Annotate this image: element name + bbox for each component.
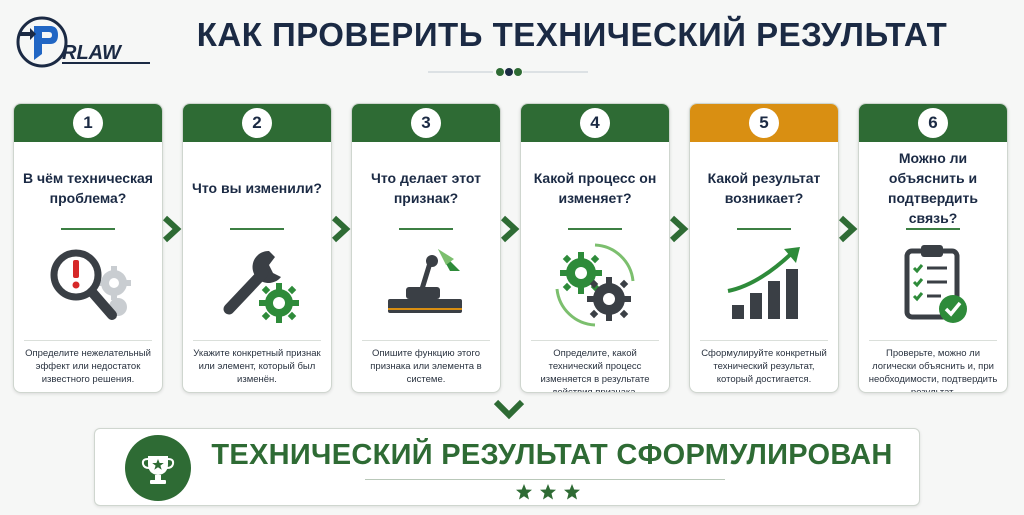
rating-stars: [516, 484, 580, 500]
step-divider-bottom: [193, 340, 321, 341]
wrench-gear-icon: [223, 250, 299, 323]
steps-row: 1 В чём техническая проблема? Определите…: [13, 103, 1009, 393]
step-number: 4: [580, 108, 610, 138]
chevron-right-icon: [162, 215, 182, 243]
step-divider: [737, 228, 791, 230]
step-question: Какой процесс он изменяет?: [533, 170, 657, 206]
clipboard-check-icon: [904, 245, 967, 323]
step-card-2: 2 Что вы изменили? Укажите конк: [182, 103, 332, 393]
step-card-5: 5 Какой результат возникает? Сформулируй…: [689, 103, 839, 393]
chevron-right-icon: [500, 215, 520, 243]
star-icon: [540, 484, 556, 500]
step-header: 2: [183, 104, 331, 142]
step-divider-bottom: [869, 340, 997, 341]
star-icon: [516, 484, 532, 500]
star-icon: [564, 484, 580, 500]
step-divider-bottom: [24, 340, 152, 341]
chevron-down-icon: [493, 399, 525, 420]
step-question: Что вы изменили?: [192, 180, 322, 196]
step-number: 6: [918, 108, 948, 138]
step-description: Проверьте, можно ли логически объяснить …: [868, 348, 998, 393]
magnifier-warning-gears-icon: [50, 249, 131, 320]
step-header: 3: [352, 104, 500, 142]
gears-cycle-icon: [555, 243, 635, 327]
step-question: Можно ли объяснить и подтвердить связь?: [888, 150, 978, 226]
step-divider-bottom: [700, 340, 828, 341]
p-arrow-logo-icon: RLAW: [16, 16, 150, 68]
step-description: Сформулируйте конкретный технический рез…: [701, 348, 827, 385]
step-header: 5: [690, 104, 838, 142]
trophy-badge: [125, 435, 191, 501]
step-question: В чём техническая проблема?: [23, 170, 153, 206]
step-card-1: 1 В чём техническая проблема? Определите…: [13, 103, 163, 393]
growth-bar-chart-icon: [727, 247, 800, 319]
chevron-right-icon: [331, 215, 351, 243]
step-description: Опишите функцию этого признака или элеме…: [370, 348, 482, 385]
logo: RLAW: [12, 12, 152, 72]
chevron-right-icon: [838, 215, 858, 243]
step-description: Укажите конкретный признак или элемент, …: [193, 348, 321, 385]
result-divider: [365, 479, 725, 480]
step-divider: [61, 228, 115, 230]
step-number: 3: [411, 108, 441, 138]
step-divider: [399, 228, 453, 230]
step-question: Что делает этот признак?: [371, 170, 481, 206]
step-number: 1: [73, 108, 103, 138]
title-divider: [428, 68, 588, 76]
step-header: 1: [14, 104, 162, 142]
step-header: 4: [521, 104, 669, 142]
step-header: 6: [859, 104, 1007, 142]
step-divider: [568, 228, 622, 230]
step-question: Какой результат возникает?: [707, 170, 821, 206]
lever-mechanism-icon: [388, 249, 462, 313]
result-banner: ТЕХНИЧЕСКИЙ РЕЗУЛЬТАТ СФОРМУЛИРОВАН: [94, 428, 920, 506]
step-description: Определите нежелательный эффект или недо…: [25, 348, 151, 385]
step-description: Определите, какой технический процесс из…: [540, 348, 650, 393]
chevron-right-icon: [669, 215, 689, 243]
step-divider: [230, 228, 284, 230]
step-divider-bottom: [531, 340, 659, 341]
step-card-6: 6 Можно ли объяснить и подтвердить связь…: [858, 103, 1008, 393]
result-title: ТЕХНИЧЕСКИЙ РЕЗУЛЬТАТ СФОРМУЛИРОВАН: [211, 439, 893, 471]
page-title: КАК ПРОВЕРИТЬ ТЕХНИЧЕСКИЙ РЕЗУЛЬТАТ: [196, 16, 948, 53]
step-number: 5: [749, 108, 779, 138]
step-divider-bottom: [362, 340, 490, 341]
step-card-4: 4 Какой процесс он изменяет?: [520, 103, 670, 393]
step-divider: [906, 228, 960, 230]
trophy-star-icon: [141, 456, 175, 484]
step-card-3: 3 Что делает этот признак? Опишите функц…: [351, 103, 501, 393]
step-number: 2: [242, 108, 272, 138]
svg-text:RLAW: RLAW: [62, 42, 123, 64]
